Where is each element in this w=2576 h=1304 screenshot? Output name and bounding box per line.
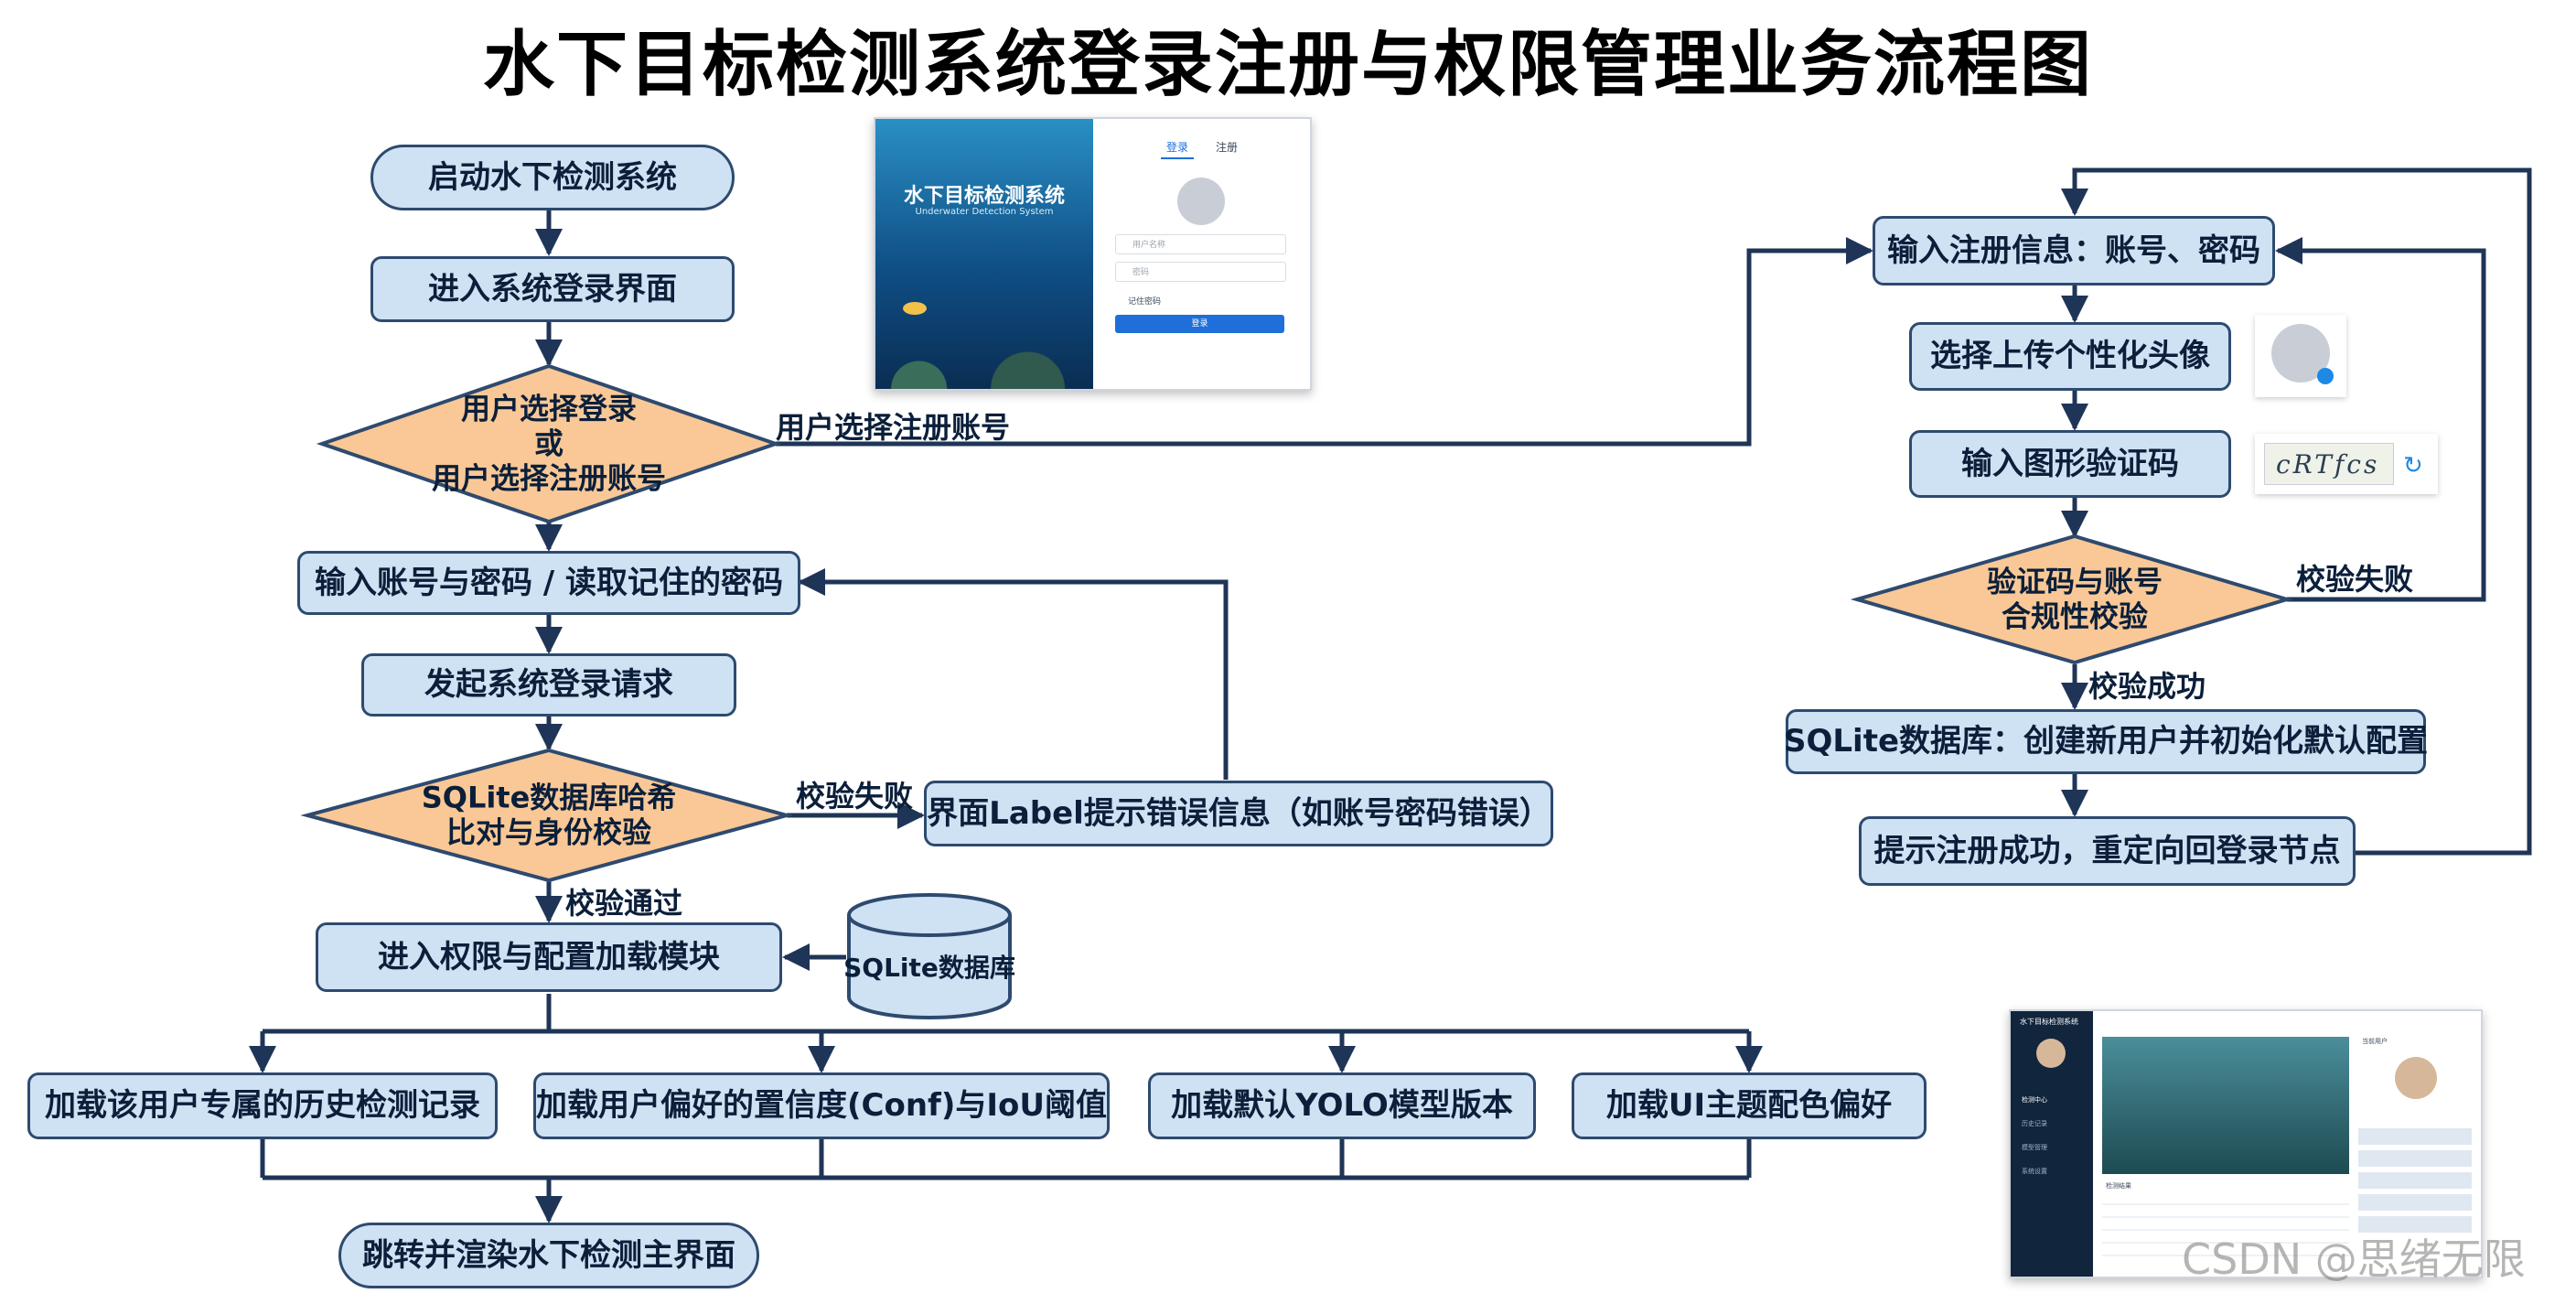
- edge-reg-fail: [2275, 237, 2486, 602]
- hash-check-line-2: 比对与身份校验: [445, 814, 651, 849]
- load-yolo-node: 加载默认YOLO模型版本: [1148, 1072, 1536, 1139]
- load-history-node: 加载该用户专属的历史检测记录: [27, 1072, 498, 1139]
- reg-check-line-2: 合规性校验: [2001, 598, 2149, 633]
- main-thumb-table: [2102, 1192, 2349, 1266]
- reg-check-label: 验证码与账号 合规性校验: [1986, 564, 2163, 634]
- login-button[interactable]: 登录: [1115, 315, 1284, 333]
- sidebar-item-3[interactable]: 系统设置: [2022, 1168, 2047, 1175]
- reg-success-label: 提示注册成功，重定向回登录节点: [1873, 832, 2341, 869]
- edge-error-input: [798, 568, 1229, 780]
- sqlite-db-text: SQLite数据库: [843, 953, 1015, 984]
- upload-badge-icon: [2317, 368, 2334, 384]
- captcha-image: cRTfcs: [2264, 443, 2394, 485]
- decision-reg-check: [1850, 533, 2294, 665]
- main-ui-screenshot: 水下目标检测系统 检测中心 历史记录 模型管理 系统设置 检测结果 当前用户: [2009, 1009, 2483, 1278]
- login-tab-underline: [1161, 157, 1194, 159]
- render-main-label: 跳转并渲染水下检测主界面: [362, 1236, 735, 1274]
- refresh-icon[interactable]: ↻: [2403, 452, 2423, 480]
- load-yolo-label: 加载默认YOLO模型版本: [1171, 1087, 1513, 1125]
- main-thumb-user-avatar-icon: [2395, 1057, 2437, 1099]
- choice-line-1: 用户选择登录: [460, 391, 638, 426]
- reg-input-node: 输入注册信息：账号、密码: [1873, 216, 2275, 286]
- edge-label-login-fail: 校验失败: [796, 779, 914, 814]
- remember-checkbox[interactable]: 记住密码: [1128, 297, 1162, 307]
- load-module-node: 进入权限与配置加载模块: [316, 922, 782, 992]
- login-request-label: 发起系统登录请求: [424, 666, 673, 704]
- choice-line-2: 或: [533, 426, 564, 461]
- sqlite-db-label: SQLite数据库: [843, 943, 1015, 994]
- username-field[interactable]: 用户名称: [1115, 234, 1286, 254]
- login-thumb-brand-sub: Underwater Detection System: [915, 207, 1054, 217]
- hash-check-line-1: SQLite数据库哈希: [421, 780, 677, 815]
- main-thumb-side-list: [2358, 1128, 2472, 1238]
- enter-login-label: 进入系统登录界面: [428, 270, 677, 307]
- reg-avatar-node: 选择上传个性化头像: [1909, 322, 2231, 391]
- sidebar-item-2[interactable]: 模型管理: [2022, 1144, 2047, 1151]
- coral-icon: [875, 334, 1093, 389]
- input-credentials-node: 输入账号与密码 / 读取记住的密码: [297, 551, 800, 615]
- reg-avatar-label: 选择上传个性化头像: [1930, 338, 2210, 375]
- main-thumb-video: [2102, 1037, 2349, 1174]
- username-placeholder: 用户名称: [1132, 241, 1166, 250]
- reg-create-label: SQLite数据库：创建新用户并初始化默认配置: [1783, 723, 2429, 760]
- page-title: 水下目标检测系统登录注册与权限管理业务流程图: [482, 24, 2093, 106]
- watermark: CSDN @思绪无限: [2182, 1234, 2526, 1284]
- start-label: 启动水下检测系统: [428, 158, 677, 196]
- sqlite-cylinder: [847, 893, 1012, 1019]
- main-thumb-app-title: 水下目标检测系统: [2020, 1018, 2078, 1026]
- sidebar-item-0[interactable]: 检测中心: [2022, 1096, 2047, 1104]
- sidebar-avatar-icon: [2036, 1039, 2066, 1068]
- login-thumb-ocean: 水下目标检测系统 Underwater Detection System: [875, 119, 1093, 389]
- load-module-label: 进入权限与配置加载模块: [378, 938, 720, 975]
- login-thumb-brand: 水下目标检测系统: [903, 185, 1065, 208]
- reg-create-node: SQLite数据库：创建新用户并初始化默认配置: [1783, 709, 2429, 774]
- edge-label-reg-success: 校验成功: [2088, 669, 2206, 704]
- edge-choice-register: [776, 237, 1873, 447]
- error-label-node: 界面Label提示错误信息（如账号密码错误）: [924, 781, 1553, 846]
- main-thumb-sidebar: 水下目标检测系统 检测中心 历史记录 模型管理 系统设置: [2011, 1011, 2093, 1277]
- login-screenshot: 水下目标检测系统 Underwater Detection System 登录 …: [874, 117, 1312, 391]
- render-main-node: 跳转并渲染水下检测主界面: [338, 1223, 759, 1288]
- reg-captcha-label: 输入图形验证码: [1961, 445, 2179, 482]
- load-thresholds-label: 加载用户偏好的置信度(Conf)与IoU阈值: [536, 1087, 1108, 1125]
- decision-hash-check: [300, 748, 794, 883]
- load-thresholds-node: 加载用户偏好的置信度(Conf)与IoU阈值: [533, 1072, 1110, 1139]
- login-request-node: 发起系统登录请求: [361, 653, 736, 717]
- password-placeholder: 密码: [1132, 268, 1150, 277]
- login-tab-register[interactable]: 注册: [1216, 141, 1239, 154]
- load-theme-label: 加载UI主题配色偏好: [1605, 1087, 1893, 1125]
- login-tab-login[interactable]: 登录: [1166, 141, 1189, 154]
- main-thumb-side-title: 当前用户: [2362, 1038, 2388, 1045]
- decision-choice: [316, 363, 782, 524]
- captcha-preview: cRTfcs ↻: [2255, 434, 2438, 494]
- fish-icon: [903, 302, 927, 315]
- sidebar-item-1[interactable]: 历史记录: [2022, 1120, 2047, 1127]
- load-history-label: 加载该用户专属的历史检测记录: [45, 1087, 480, 1125]
- edge-label-reg-fail: 校验失败: [2296, 562, 2414, 597]
- start-node: 启动水下检测系统: [370, 145, 735, 210]
- edge-label-login-pass: 校验通过: [565, 886, 683, 921]
- load-theme-node: 加载UI主题配色偏好: [1572, 1072, 1927, 1139]
- choice-line-3: 用户选择注册账号: [431, 459, 667, 495]
- edge-label-choose-register: 用户选择注册账号: [776, 410, 1011, 445]
- captcha-text: cRTfcs: [2276, 449, 2380, 480]
- enter-login-node: 进入系统登录界面: [370, 256, 735, 322]
- choice-label: 用户选择登录 或 用户选择注册账号: [432, 392, 666, 495]
- reg-input-label: 输入注册信息：账号、密码: [1887, 232, 2260, 269]
- avatar-icon: [1177, 178, 1225, 225]
- password-field[interactable]: 密码: [1115, 262, 1286, 282]
- input-credentials-label: 输入账号与密码 / 读取记住的密码: [314, 564, 784, 601]
- reg-success-node: 提示注册成功，重定向回登录节点: [1859, 816, 2356, 886]
- avatar-upload-preview: [2255, 315, 2346, 397]
- edge-reg-success-back: [2061, 167, 2532, 856]
- hash-check-label: SQLite数据库哈希 比对与身份校验: [421, 780, 677, 850]
- reg-captcha-node: 输入图形验证码: [1909, 430, 2231, 498]
- reg-check-line-1: 验证码与账号: [1986, 564, 2163, 599]
- main-thumb-panel-title: 检测结果: [2106, 1182, 2131, 1190]
- error-label-text: 界面Label提示错误信息（如账号密码错误）: [927, 794, 1551, 832]
